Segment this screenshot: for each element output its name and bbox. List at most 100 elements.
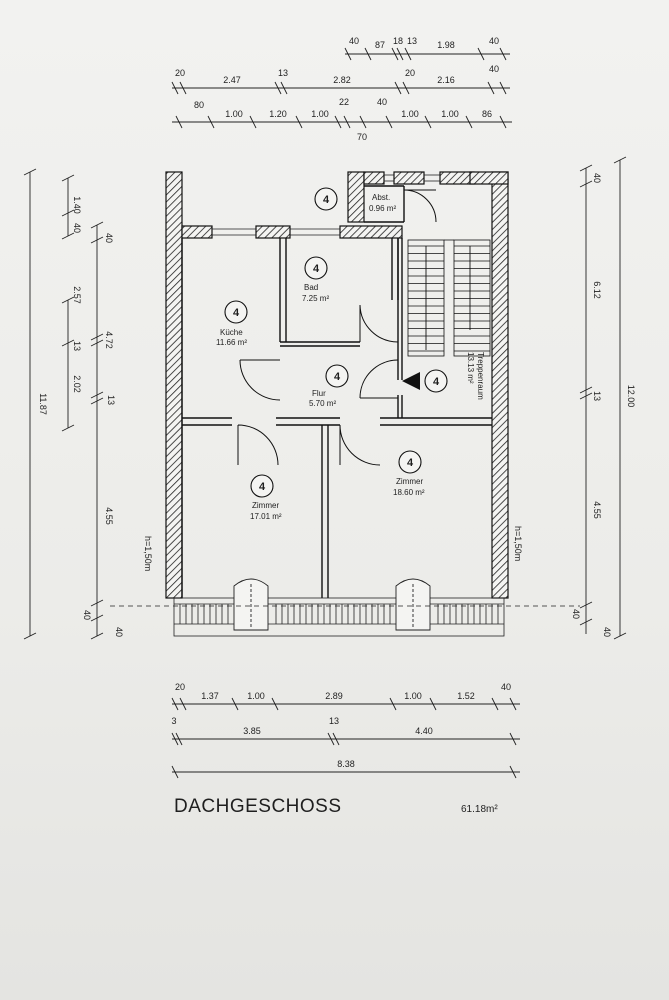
dim-bottom-1-6: 40 [501,682,511,692]
dim-left-a-1: 40 [72,223,82,233]
room-labels: Abst. 0.96 m² Bad 7.25 m² Küche 11.66 m²… [216,193,485,521]
room-zimmer-left-name: Zimmer [252,501,279,510]
room-abst-area: 0.96 m² [369,204,396,213]
dim-top-1-5: 40 [489,36,499,46]
dim-top-2-0: 20 [175,68,185,78]
dim-left-b-2: 13 [72,341,82,351]
dimension-lines-left [23,168,104,640]
dim-top-2-4: 20 [405,68,415,78]
dim-top-2-5: 2.16 [437,75,455,85]
dim-top-3-0: 80 [194,100,204,110]
tag-treppenraum: 4 [433,376,440,388]
dimension-lines-bottom [171,697,520,779]
room-bad-name: Bad [304,283,318,292]
tag-abst: 4 [323,194,330,206]
dim-left-b-6: 40 [82,610,92,620]
dim-top-3-4: 22 [339,97,349,107]
ticks-top-2 [171,81,507,95]
dim-bottom-2-2: 13 [329,716,339,726]
dim-right-0: 40 [592,173,602,183]
room-kueche-name: Küche [220,328,243,337]
dim-left-b-1: 2.57 [72,286,82,304]
height-note-right: h=1,50m [513,526,523,561]
room-bad-area: 7.25 m² [302,294,329,303]
dim-top-1-2: 18 [393,36,403,46]
staircase [407,239,491,357]
dim-right-outer: 12.00 [626,385,636,408]
room-abst-name: Abst. [372,193,390,202]
dim-right-3: 4.55 [592,501,602,519]
dim-left-b-5: 4.55 [104,507,114,525]
dim-top-1-3: 13 [407,36,417,46]
dim-right-bottom: 40 [602,627,612,637]
interior-walls [181,185,492,598]
dim-bottom-1-3: 2.89 [325,691,343,701]
room-treppenraum-name: Treppenraum [476,352,485,400]
dim-top-3-below: 70 [357,132,367,142]
dim-top-3-6: 1.00 [401,109,419,119]
dim-right-1: 6.12 [592,281,602,299]
railing-bars [179,604,499,624]
dim-bottom-2-3: 4.40 [415,726,433,736]
dim-top-1-1: 87 [375,40,385,50]
dim-top-2-2: 13 [278,68,288,78]
dim-top-3-1: 1.00 [225,109,243,119]
dim-left-outer: 11.87 [38,393,48,415]
dimension-lines-right [579,156,627,640]
room-treppenraum-area: 13.13 m² [466,352,475,384]
dim-bottom-3-0: 8.38 [337,759,355,769]
dim-top-1-4: 1.98 [437,40,455,50]
dimension-texts-top: 40 87 18 13 1.98 40 20 2.47 13 2.82 20 2… [175,36,499,142]
dim-left-b-0: 40 [104,233,114,243]
dim-bottom-2-0: 3 [171,716,176,726]
dimension-texts-bottom: 20 1.37 1.00 2.89 1.00 1.52 40 3 3.85 13… [171,682,511,769]
stair-steps [408,245,490,352]
exterior-walls [165,171,509,599]
dim-top-3-3: 1.00 [311,109,329,119]
tag-bad: 4 [313,263,320,275]
dim-top-1-0: 40 [349,36,359,46]
tag-zimmer-left: 4 [259,481,266,493]
dim-bottom-1-5: 1.52 [457,691,475,701]
height-note-left: h=1,50m [143,536,153,571]
tag-zimmer-right: 4 [407,457,414,469]
plan-title: DACHGESCHOSS [174,796,342,817]
dim-top-3-5: 40 [377,97,387,107]
dimension-texts-right: 12.00 40 6.12 13 4.55 40 40 [571,173,636,637]
dim-left-bottom: 40 [114,627,124,637]
dim-left-b-3: 2.02 [72,375,82,393]
dim-bottom-2-1: 3.85 [243,726,261,736]
room-zimmer-right-area: 18.60 m² [393,488,425,497]
dim-left-c-0: 4.72 [104,331,114,349]
windows-top [212,174,440,236]
dim-top-3-8: 86 [482,109,492,119]
dim-bottom-1-0: 20 [175,682,185,692]
room-flur-area: 5.70 m² [309,399,336,408]
balcony-railing [173,597,505,637]
dim-bottom-1-1: 1.37 [201,691,219,701]
dim-left-b-4: 13 [106,395,116,405]
room-zimmer-left-area: 17.01 m² [250,512,282,521]
room-flur-name: Flur [312,389,326,398]
ticks-top-1 [344,47,507,61]
dormer-doors [233,578,431,631]
dim-top-2-1: 2.47 [223,75,241,85]
dim-top-3-7: 1.00 [441,109,459,119]
height-notes: h=1,50m h=1,50m [143,526,523,571]
dim-left-a-0: 1.40 [72,196,82,214]
stair-arrow [402,246,471,390]
dim-bottom-1-2: 1.00 [247,691,265,701]
room-tag-labels: 4 4 4 4 4 4 4 [233,194,440,493]
room-zimmer-right-name: Zimmer [396,477,423,486]
tag-kueche: 4 [233,307,240,319]
dim-top-3-2: 1.20 [269,109,287,119]
room-kueche-area: 11.66 m² [216,338,247,347]
tag-flur: 4 [334,371,341,383]
dim-right-4: 40 [571,609,581,619]
doors [237,189,437,466]
dim-top-2-6: 40 [489,64,499,74]
dimension-lines-top [171,47,512,129]
dimension-texts-left: 11.87 1.40 40 40 2.57 13 2.02 13 4.55 40… [38,196,124,637]
